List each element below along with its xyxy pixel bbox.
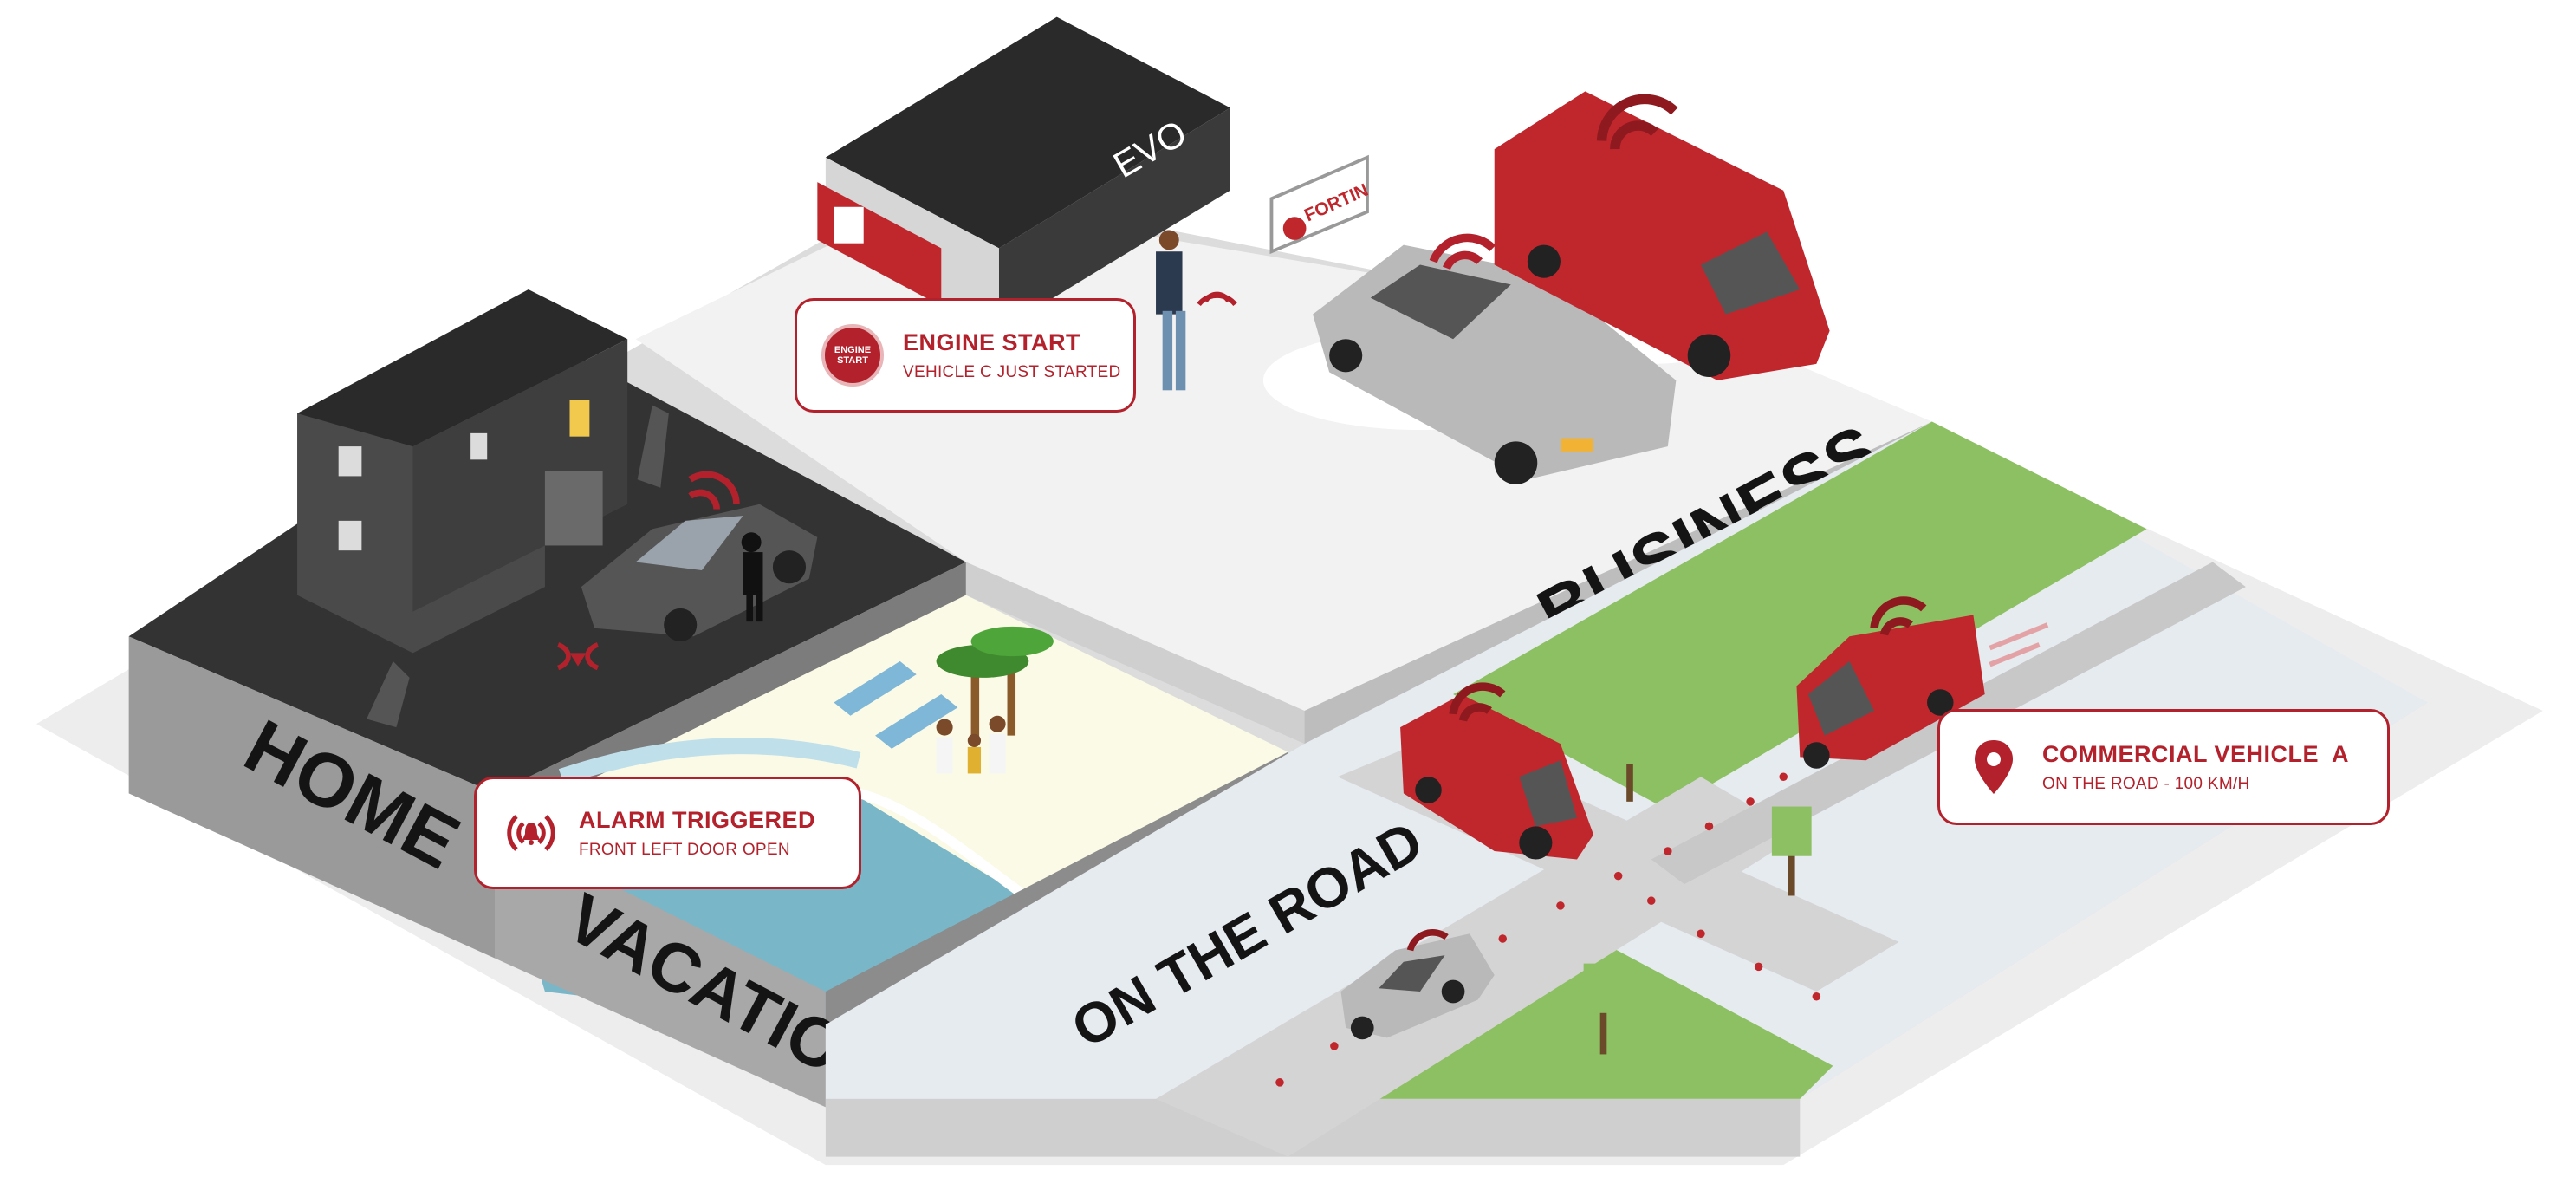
- road-red-van-2: [1796, 615, 1985, 769]
- road-van-1-signal-icon: [1449, 682, 1506, 722]
- business-red-van: [1494, 91, 1830, 380]
- beach-chairs: [834, 660, 958, 749]
- speed-lines: [1989, 622, 2049, 667]
- engine-start-subtitle: VEHICLE C JUST STARTED: [903, 362, 1121, 381]
- alarm-ground-icon: [557, 642, 600, 671]
- alarm-triggered-callout[interactable]: ALARM TRIGGERED FRONT LEFT DOOR OPEN: [474, 777, 861, 889]
- garden-statue: [367, 660, 410, 728]
- road-block: ON THE ROAD: [825, 421, 2428, 1157]
- alarm-subtitle: FRONT LEFT DOOR OPEN: [579, 840, 790, 859]
- commercial-title: COMMERCIAL VEHICLE A: [2042, 740, 2350, 767]
- garden-statue: [637, 405, 669, 488]
- road-trees: [1583, 713, 1812, 1055]
- commercial-vehicle-callout[interactable]: COMMERCIAL VEHICLE A ON THE ROAD - 100 K…: [1937, 709, 2390, 825]
- location-pin-icon: [1969, 737, 2018, 797]
- business-silver-car: [1313, 244, 1677, 484]
- remote-signal-icon: [1197, 291, 1237, 307]
- thief-figure: [741, 532, 763, 622]
- van-signal-icon: [1596, 94, 1678, 150]
- road-van-2-signal-icon: [1870, 596, 1927, 636]
- palm-trees: [936, 626, 1054, 745]
- engine-start-icon-text-2: START: [837, 355, 868, 366]
- home-car-signal-icon: [688, 471, 740, 510]
- alarm-bell-icon: [503, 804, 560, 862]
- vacation-block: VACATION: [495, 595, 1288, 1112]
- road-red-van-1: [1400, 693, 1594, 860]
- commercial-subtitle: ON THE ROAD - 100 KM/H: [2042, 774, 2250, 793]
- home-block: HOME: [128, 289, 966, 959]
- silver-car-signal-icon: [1429, 233, 1496, 270]
- engine-start-icon-text-1: ENGINE: [834, 345, 872, 355]
- brand-sign: FORTIN: [1269, 154, 1372, 255]
- house: [297, 289, 628, 654]
- road-car-signal-icon: [1406, 929, 1449, 952]
- engine-start-title: ENGINE START: [903, 328, 1081, 355]
- alarm-title: ALARM TRIGGERED: [579, 806, 815, 833]
- dealership-building: EVO: [817, 16, 1230, 331]
- engine-start-button-icon: ENGINE START: [821, 324, 884, 387]
- engine-start-callout[interactable]: ENGINE START ENGINE START VEHICLE C JUST…: [795, 298, 1136, 413]
- road-silver-car: [1340, 933, 1495, 1040]
- family-figures: [936, 715, 1006, 774]
- businessman-figure: [1156, 230, 1186, 391]
